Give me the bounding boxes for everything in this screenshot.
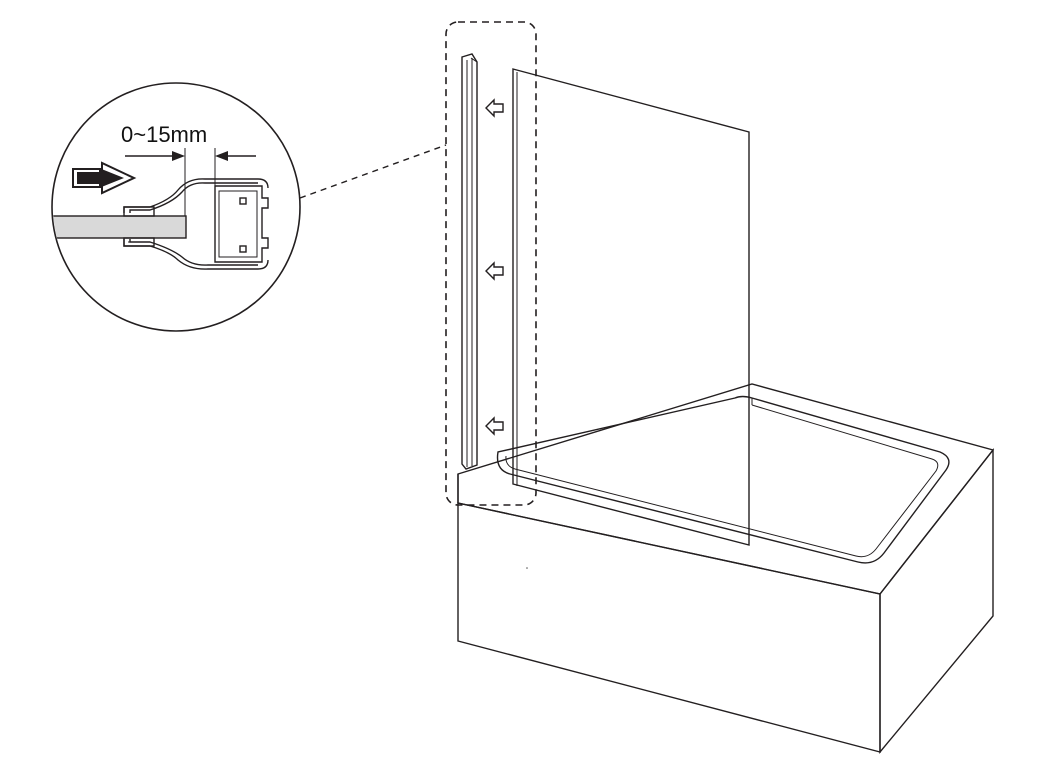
bathtub [457, 383, 995, 754]
push-arrow-icon [485, 416, 504, 436]
detail-callout: 0~15mm [51, 82, 301, 332]
push-direction-arrow-icon [72, 161, 137, 195]
bathtub-basin [496, 395, 950, 564]
glass-panel [512, 68, 750, 546]
push-arrow-icon [485, 261, 504, 281]
wall-profile [461, 53, 478, 470]
profile-section [123, 178, 269, 270]
dimension-markers [125, 148, 256, 216]
dimension-label: 0~15mm [121, 122, 207, 147]
detail-highlight-box [445, 21, 537, 506]
push-arrow-icon [485, 98, 504, 118]
glass-section [53, 215, 187, 239]
detail-leader-line [299, 144, 447, 199]
